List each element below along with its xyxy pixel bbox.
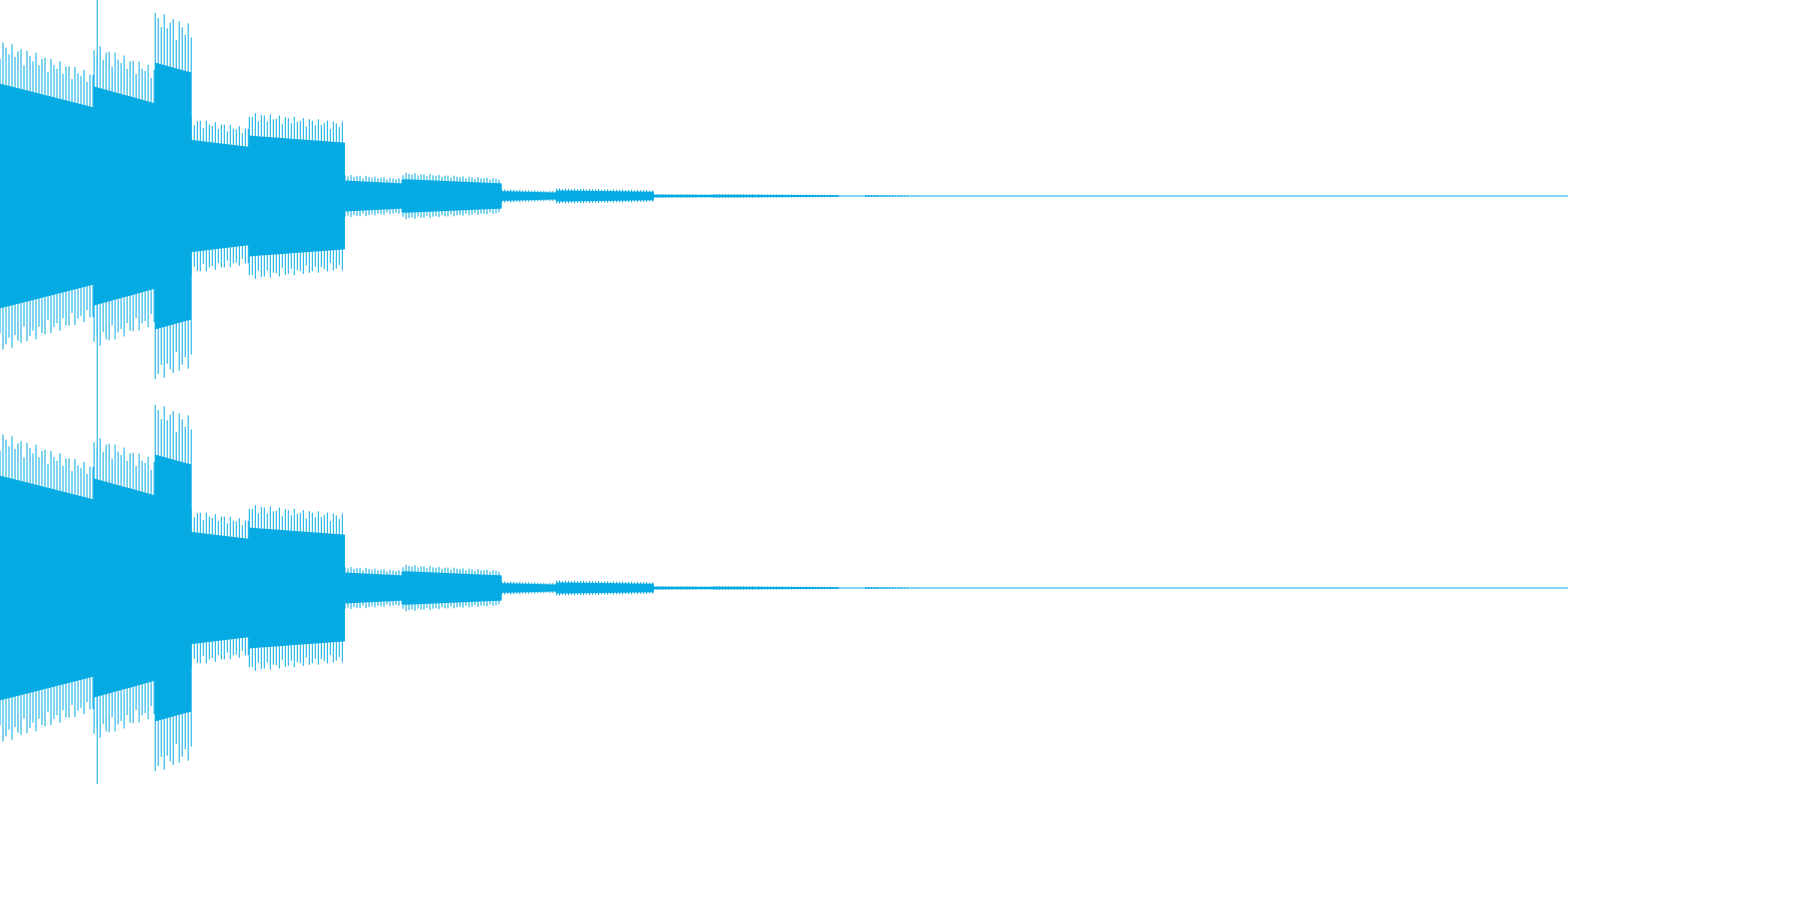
waveform-peaks [344, 175, 403, 217]
waveform-segment [0, 83, 95, 309]
waveform-peaks [653, 194, 712, 198]
waveform-segment [402, 571, 502, 605]
waveform-peaks [248, 505, 343, 671]
waveform-peaks [248, 113, 343, 279]
waveform-view[interactable] [0, 0, 1568, 784]
waveform-segment [865, 195, 910, 197]
waveform-peaks [556, 580, 654, 596]
waveform-peaks [501, 581, 557, 595]
channel-1 [0, 12, 1568, 380]
waveform-peaks [402, 564, 500, 612]
waveform-segment [402, 179, 502, 213]
waveform-peaks [908, 587, 955, 589]
waveform-peaks [653, 586, 712, 590]
waveform-segment [0, 475, 95, 701]
waveform-peaks [190, 510, 249, 666]
waveform-canvas[interactable] [0, 0, 1568, 784]
waveform-peaks [501, 189, 557, 203]
waveform-peaks [908, 195, 955, 197]
waveform-peaks [0, 434, 94, 742]
waveform-peaks [93, 438, 155, 738]
waveform-segment [344, 572, 403, 604]
waveform-segment [344, 180, 403, 212]
waveform-peaks [344, 567, 403, 609]
waveform-peaks [865, 195, 908, 197]
waveform-peaks [154, 404, 192, 772]
waveform-peaks [865, 587, 908, 589]
waveform-peaks [93, 46, 155, 346]
waveform-peaks [0, 42, 94, 350]
waveform-peaks [154, 12, 192, 380]
waveform-peaks [402, 172, 500, 220]
waveform-peaks [712, 586, 837, 590]
waveform-segment [865, 587, 910, 589]
waveform-peaks [190, 118, 249, 274]
waveform-peaks [556, 188, 654, 204]
channel-2 [0, 404, 1568, 772]
waveform-peaks [712, 194, 837, 198]
